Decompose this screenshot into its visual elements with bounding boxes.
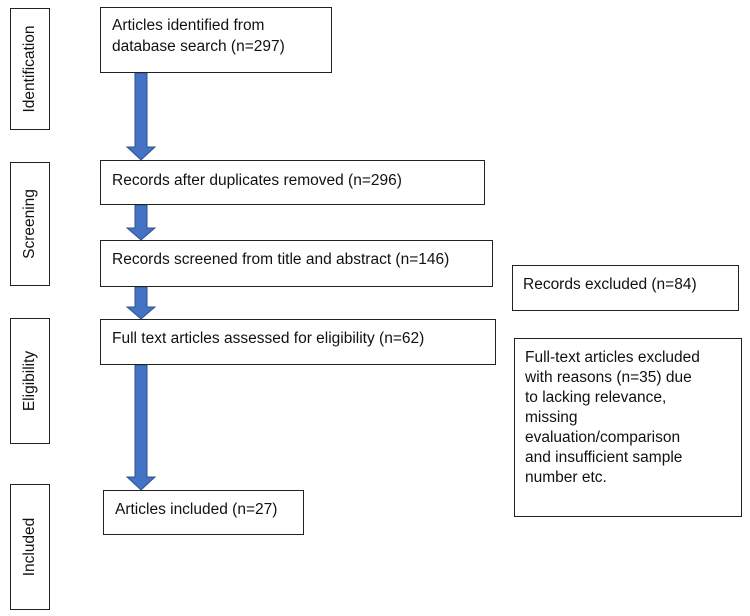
full-text-excluded-line: with reasons (n=35) due [525, 369, 692, 386]
included-text: Articles included (n=27) [115, 501, 278, 518]
arrow-identified-to-duplicates [126, 73, 156, 161]
identified-line-2: database search (n=297) [112, 38, 285, 55]
arrow-screened-to-full-text [126, 287, 156, 320]
full-text-excluded-line: and insufficient sample [525, 449, 683, 466]
stage-included: Included [10, 484, 50, 610]
full-text-excluded-text: Full-text articles excluded with reasons… [525, 348, 735, 488]
stage-screening: Screening [10, 162, 50, 286]
full-text-assessed-text: Full text articles assessed for eligibil… [112, 330, 425, 347]
full-text-excluded-line: number etc. [525, 469, 607, 486]
full-text-assessed-box: Full text articles assessed for eligibil… [100, 319, 496, 365]
excluded-text: Records excluded (n=84) [523, 276, 697, 293]
stage-eligibility: Eligibility [10, 318, 50, 444]
stage-eligibility-label: Eligibility [21, 350, 38, 412]
identified-box: Articles identified from database search… [100, 7, 332, 73]
duplicates-removed-text: Records after duplicates removed (n=296) [112, 172, 402, 189]
stage-included-label: Included [21, 517, 38, 577]
screened-text: Records screened from title and abstract… [112, 251, 450, 268]
full-text-excluded-line: Full-text articles excluded [525, 349, 700, 366]
stage-identification: Identification [10, 8, 50, 130]
full-text-excluded-box: Full-text articles excluded with reasons… [514, 338, 742, 517]
full-text-excluded-line: to lacking relevance, [525, 389, 667, 406]
included-box: Articles included (n=27) [103, 490, 304, 535]
full-text-excluded-line: missing [525, 409, 578, 426]
duplicates-removed-box: Records after duplicates removed (n=296) [100, 160, 485, 205]
screened-box: Records screened from title and abstract… [100, 240, 493, 287]
stage-screening-label: Screening [21, 189, 38, 259]
excluded-box: Records excluded (n=84) [512, 265, 739, 311]
full-text-excluded-line: evaluation/comparison [525, 429, 681, 446]
identified-line-1: Articles identified from [112, 17, 265, 34]
arrow-duplicates-to-screened [126, 205, 156, 241]
stage-identification-label: Identification [21, 25, 38, 113]
arrow-full-text-to-included [126, 365, 156, 491]
